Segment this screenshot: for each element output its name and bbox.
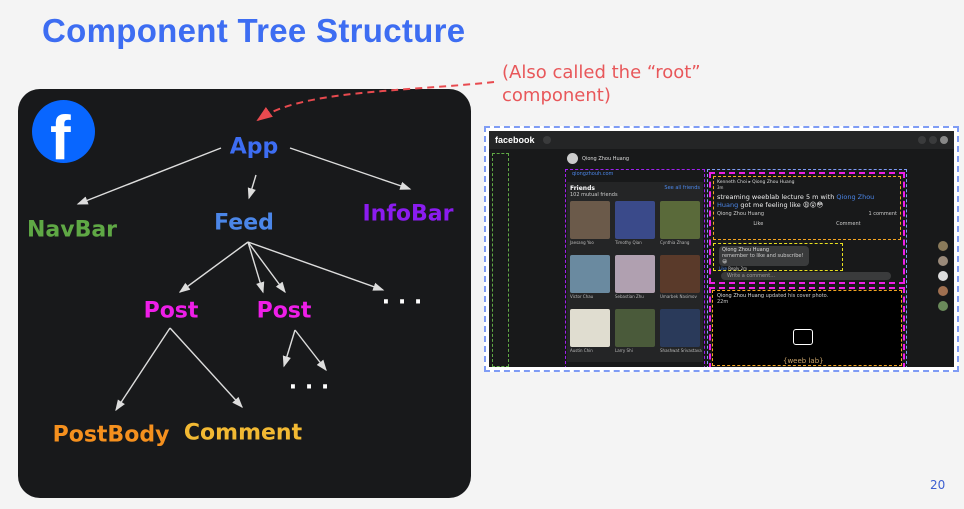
friends-title: Friends: [570, 185, 595, 192]
edge-post1-postbody: [115, 327, 171, 412]
post2-action: updated his cover photo.: [764, 293, 829, 299]
post-region-2: Qiong Zhou Huang updated his cover photo…: [709, 287, 905, 367]
friend-card[interactable]: Larry Shi: [615, 309, 657, 360]
root-note-line2: component): [502, 85, 611, 106]
edge-app-feed: [247, 174, 257, 200]
avatar: [940, 136, 948, 144]
see-all-link[interactable]: See all friends: [664, 185, 700, 191]
comment-reply[interactable]: Reply: [728, 266, 740, 271]
post-region-1: Kenneth Choi ▸ Qiong Zhou Huang 3m strea…: [709, 172, 905, 284]
friends-grid: Jaesang Yoo Timothy Qian Cynthia Zhang V…: [570, 201, 702, 360]
contact-avatar[interactable]: [938, 301, 948, 311]
edge-post2-b: [294, 329, 327, 372]
fb-topbar: facebook: [489, 131, 954, 149]
friend-card[interactable]: Umarbek Nasimov: [660, 255, 702, 306]
comment-like[interactable]: Like: [719, 266, 727, 271]
edge-feed-more: [247, 241, 385, 291]
comment-time: 2m: [740, 266, 748, 271]
feed-region: [707, 169, 907, 367]
friend-card[interactable]: Jaesang Yoo: [570, 201, 612, 252]
profile-header: Qiong Zhou Huang: [567, 153, 629, 164]
post-body-region-2: Qiong Zhou Huang updated his cover photo…: [712, 290, 902, 366]
contact-avatar[interactable]: [938, 256, 948, 266]
comment-text: remember to like and subscribe! 😀: [722, 253, 804, 265]
edge-post1-comment: [169, 327, 243, 409]
bell-icon: [929, 136, 937, 144]
like-button[interactable]: Like: [753, 221, 764, 227]
navbar-region: [492, 153, 509, 367]
edge-post2-a: [282, 329, 296, 368]
edge-feed-post2: [247, 241, 286, 294]
root-note-line1: (Also called the “root”: [502, 62, 701, 83]
node-more-2: . . .: [288, 369, 330, 395]
friend-card[interactable]: Austin Chin: [570, 309, 612, 360]
profile-name: Qiong Zhou Huang: [582, 155, 630, 162]
website-link[interactable]: qiongzhouh.com: [572, 171, 614, 177]
friend-card[interactable]: Victor Chau: [570, 255, 612, 306]
edge-feed-mid: [247, 241, 265, 294]
tree-panel: [18, 89, 471, 498]
node-infobar: InfoBar: [362, 201, 454, 227]
facebook-logo-icon: f: [32, 100, 95, 163]
node-post-1: Post: [143, 298, 199, 324]
mutual-count: 102 mutual friends: [570, 192, 618, 198]
friend-card[interactable]: Cynthia Zhang: [660, 201, 702, 252]
messenger-icon: [918, 136, 926, 144]
post2-author: Qiong Zhou Huang: [717, 293, 765, 299]
post-body-region: Kenneth Choi ▸ Qiong Zhou Huang 3m strea…: [713, 176, 901, 240]
node-navbar: NavBar: [26, 217, 118, 243]
comment-button[interactable]: Comment: [836, 221, 861, 227]
edge-app-navbar: [76, 147, 222, 205]
fb-brand: facebook: [495, 135, 535, 145]
contact-avatar[interactable]: [938, 271, 948, 281]
node-post-2: Post: [256, 298, 312, 324]
root-note: (Also called the “root” component): [502, 61, 701, 107]
contact-avatar[interactable]: [938, 286, 948, 296]
node-comment: Comment: [183, 420, 303, 446]
slide-title: Component Tree Structure: [42, 12, 466, 49]
intro-region: qiongzhouh.com Friends See all friends 10…: [565, 169, 705, 367]
node-more-1: . . .: [381, 284, 423, 310]
cover-text: {weeb lab}: [783, 357, 824, 365]
friend-card[interactable]: Shashwat Srivastava: [660, 309, 702, 360]
post-time: 3m: [717, 185, 724, 190]
comment-author: Qiong Zhou Huang: [722, 247, 770, 253]
node-postbody: PostBody: [52, 422, 170, 448]
weeblab-logo-icon: [793, 329, 813, 345]
root-pointer-arrow: [256, 81, 495, 122]
contact-avatar[interactable]: [938, 241, 948, 251]
node-feed: Feed: [214, 210, 274, 236]
edge-feed-post1: [178, 241, 249, 293]
post-author: Kenneth Choi ▸ Qiong Zhou Huang: [717, 180, 795, 185]
page-number: 20: [930, 478, 946, 492]
friend-card[interactable]: Sebastian Zhu: [615, 255, 657, 306]
write-comment-input[interactable]: Write a comment...: [721, 272, 891, 280]
reactions: Qiong Zhou Huang: [717, 211, 765, 217]
post-text: streaming weeblab lecture 5 m with Qiong…: [717, 193, 875, 209]
contacts-sidebar: [938, 241, 948, 311]
search-icon: [542, 136, 551, 144]
post2-time: 22m: [717, 299, 729, 305]
comment-count[interactable]: 1 comment: [868, 211, 897, 217]
facebook-screenshot: facebook Qiong Zhou Huang qiongzhouh.com…: [484, 126, 959, 372]
edge-app-infobar: [289, 147, 412, 190]
friend-card[interactable]: Timothy Qian: [615, 201, 657, 252]
node-app: App: [229, 134, 279, 160]
